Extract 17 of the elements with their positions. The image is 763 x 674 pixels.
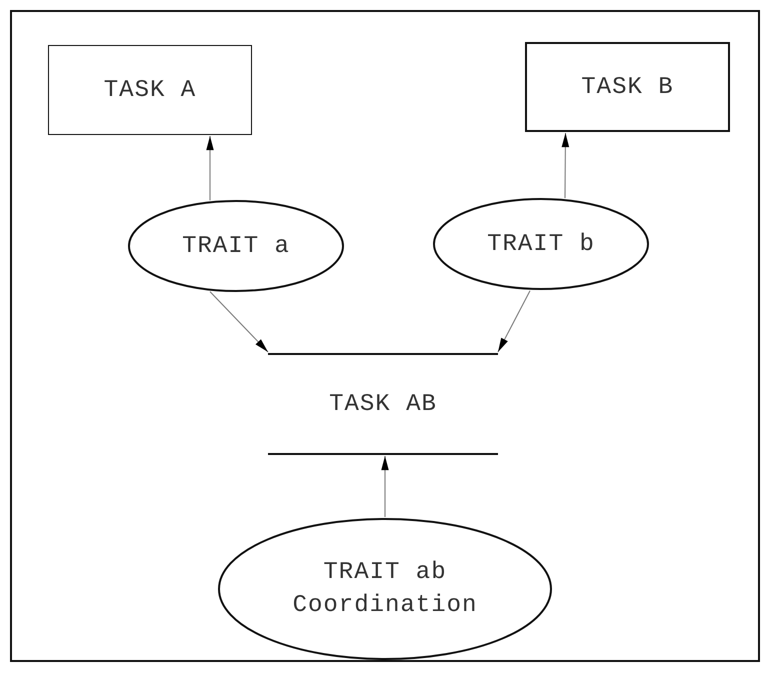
arrow: [498, 290, 530, 352]
oval-node: [218, 518, 552, 660]
arrow: [381, 456, 389, 518]
node-label: TRAIT b: [487, 230, 595, 258]
arrow: [210, 291, 268, 352]
node-label: TRAIT ab: [323, 559, 447, 586]
node-label: TASK A: [104, 76, 196, 104]
task-box: [525, 42, 730, 132]
oval-node: [128, 200, 344, 292]
arrow: [206, 136, 214, 201]
task-box: [48, 45, 252, 135]
node-label: Coordination: [292, 592, 478, 619]
node-label: TASK B: [581, 74, 674, 100]
node-label: TRAIT a: [182, 232, 290, 260]
oval-node: [433, 198, 649, 290]
arrow: [562, 132, 570, 199]
node-label: TASK AB: [329, 390, 437, 418]
